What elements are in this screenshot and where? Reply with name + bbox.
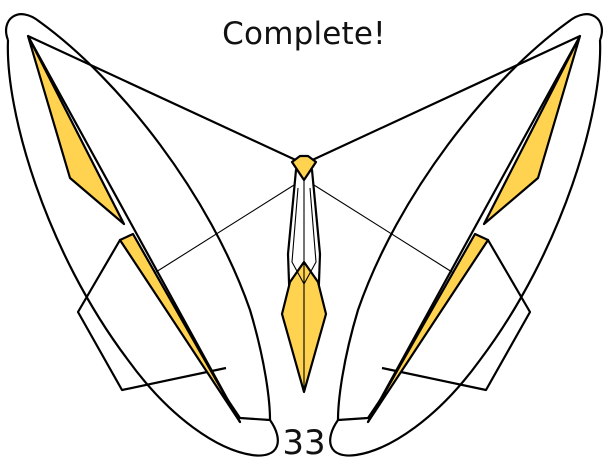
right-wing-outline [329,39,602,457]
left-wing-outline [6,39,279,457]
left-lower-flap [118,232,242,424]
left-upper-flap [26,34,126,226]
right-lower-flap [366,232,490,424]
body-creases [291,180,317,392]
right-upper-flap [482,34,582,226]
right-wing-edge [336,13,603,421]
left-diagonal [27,35,301,423]
butterfly-head [290,154,318,182]
left-thin-crease [155,179,303,273]
completion-caption: Complete! [222,16,386,52]
step-number: 33 [282,423,326,463]
left-wing-edge [5,13,272,421]
right-thin-crease [305,179,453,273]
right-diagonal [307,35,581,423]
